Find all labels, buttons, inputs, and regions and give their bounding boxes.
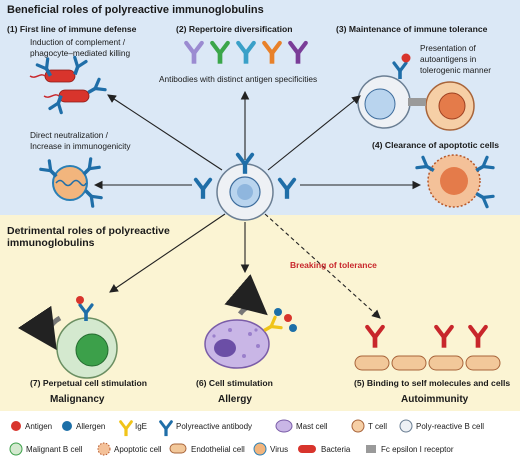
breaking-tolerance-label: Breaking of tolerance bbox=[290, 260, 377, 270]
legend-allergen: Allergen bbox=[76, 422, 105, 431]
panel5-label: Autoimmunity bbox=[401, 394, 469, 405]
mast-cell-stimulation-icon bbox=[204, 274, 297, 369]
legend-malignant: Malignant B cell bbox=[26, 445, 83, 454]
legend-fc-receptor: Fc epsilon I receptor bbox=[381, 445, 454, 454]
bacteria-icon bbox=[298, 445, 316, 453]
panel6-label: Allergy bbox=[218, 394, 252, 405]
panel1-heading: (1) First line of immune defense bbox=[7, 24, 137, 34]
panel6-heading: (6) Cell stimulation bbox=[196, 378, 273, 388]
fc-receptor-icon bbox=[366, 445, 376, 453]
virus-neutralization-icon bbox=[39, 157, 103, 208]
apoptotic-cell-icon bbox=[97, 442, 111, 456]
panel1-line4: Increase in immunogenicity bbox=[30, 141, 131, 151]
legend-mast-cell: Mast cell bbox=[296, 422, 328, 431]
tolerance-cells-icon bbox=[357, 53, 475, 131]
panel1-line3: Direct neutralization / bbox=[30, 130, 109, 140]
endothelial-cell-icon bbox=[169, 443, 187, 454]
detrimental-title-line2: immunoglobulins bbox=[7, 237, 95, 249]
legend-row-1: Antigen Allergen IgE Polyreactive antibo… bbox=[11, 419, 484, 438]
legend-bg bbox=[0, 411, 520, 467]
legend-apoptotic: Apoptotic cell bbox=[114, 445, 162, 454]
panel3-line2: autoantigens in bbox=[420, 54, 477, 64]
central-b-cell-icon bbox=[193, 152, 297, 221]
panel2-caption: Antibodies with distinct antigen specifi… bbox=[159, 74, 317, 84]
b-cell-icon bbox=[399, 419, 413, 433]
legend-t-cell: T cell bbox=[368, 422, 387, 431]
virus-icon bbox=[253, 442, 267, 456]
antigen-icon bbox=[11, 421, 21, 431]
legend-bacteria: Bacteria bbox=[321, 445, 351, 454]
legend-b-cell: Poly-reactive B cell bbox=[416, 422, 484, 431]
panel3-line1: Presentation of bbox=[420, 43, 477, 53]
arrows bbox=[93, 90, 422, 319]
panel3-heading: (3) Maintenance of immune tolerance bbox=[336, 24, 488, 34]
panel3-line3: tolerogenic manner bbox=[420, 65, 491, 75]
allergen-icon bbox=[62, 421, 72, 431]
beneficial-title: Beneficial roles of polyreactive immunog… bbox=[7, 4, 264, 16]
detrimental-title-line1: Detrimental roles of polyreactive bbox=[7, 225, 170, 237]
panel7-heading: (7) Perpetual cell stimulation bbox=[30, 378, 147, 388]
malignant-b-cell-icon bbox=[17, 296, 118, 379]
panel1-line2: phagocyte–mediated killing bbox=[30, 48, 130, 58]
panel4-heading: (4) Clearance of apoptotic cells bbox=[372, 140, 499, 150]
legend-row-2: Malignant B cell Apoptotic cell Endothel… bbox=[9, 442, 454, 456]
t-cell-icon bbox=[351, 419, 365, 433]
malignant-b-cell-icon bbox=[9, 442, 23, 456]
legend-antigen: Antigen bbox=[25, 422, 52, 431]
panel2-heading: (2) Repertoire diversification bbox=[176, 24, 293, 34]
endothelial-cells-icon bbox=[354, 327, 501, 371]
apoptotic-cell-icon bbox=[415, 154, 495, 209]
legend-virus: Virus bbox=[270, 445, 288, 454]
legend-poly-antibody: Polyreactive antibody bbox=[176, 422, 252, 431]
legend-endothelial: Endothelial cell bbox=[191, 445, 245, 454]
panel5-heading: (5) Binding to self molecules and cells bbox=[354, 378, 510, 388]
legend-ige: IgE bbox=[135, 422, 147, 431]
panel1-line1: Induction of complement / bbox=[30, 37, 126, 47]
panel7-label: Malignancy bbox=[50, 394, 105, 405]
mast-cell-icon bbox=[275, 419, 293, 433]
